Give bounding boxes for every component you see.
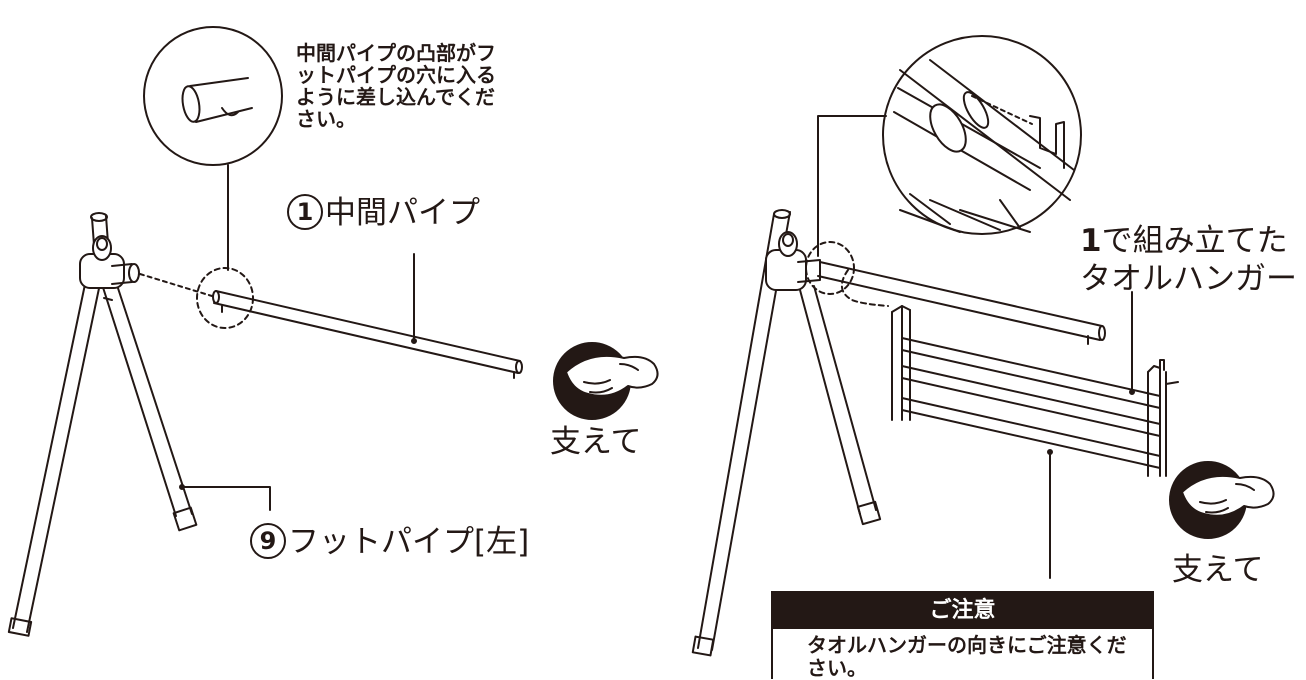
foot-pipe-text: フットパイプ[左]	[288, 524, 530, 560]
part-number-badge: 1	[287, 193, 323, 230]
part-number-badge: 9	[250, 522, 286, 559]
caution-title: ご注意	[773, 593, 1152, 629]
step-number: 1	[1080, 223, 1102, 259]
left-zoom-detail	[143, 26, 283, 271]
right-assembly	[691, 35, 1275, 657]
insertion-note: 中間パイプの凸部がフットパイプの穴に入るように差し込んでください。	[296, 41, 496, 131]
middle-pipe	[212, 253, 523, 379]
assembled-label-line1: で組み立てた	[1101, 223, 1288, 259]
left-assembly	[7, 26, 659, 637]
installed-middle-pipe	[817, 261, 1106, 345]
right-zoom-detail	[817, 35, 1082, 257]
left-stand	[7, 212, 213, 637]
towel-hanger	[891, 291, 1179, 579]
right-hand-icon	[1169, 461, 1275, 539]
caution-box: ご注意 タオルハンガーの向きにご注意ください。	[771, 591, 1154, 680]
right-stand	[691, 209, 882, 657]
middle-pipe-text: 中間パイプ	[325, 195, 480, 231]
assembled-hanger-label: 1で組み立てた タオルハンガー	[1080, 222, 1297, 298]
left-hand-icon	[553, 342, 659, 420]
support-label-right: 支えて	[1172, 552, 1264, 588]
support-label-left: 支えて	[550, 424, 642, 460]
caution-body: タオルハンガーの向きにご注意ください。	[807, 633, 1127, 680]
assembled-label-line2: タオルハンガー	[1080, 261, 1297, 297]
